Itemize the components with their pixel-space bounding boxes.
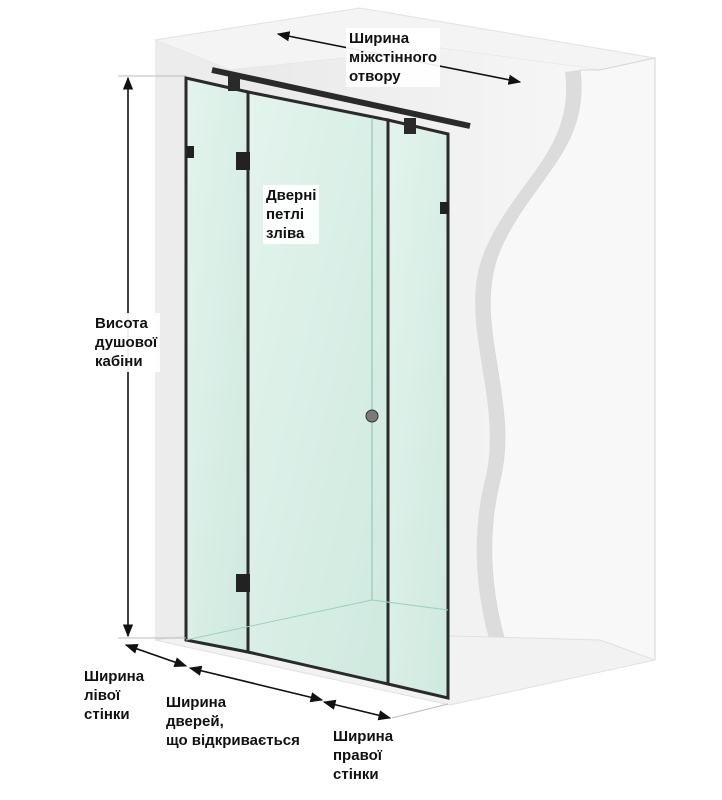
hinge-top	[236, 152, 250, 170]
label-opening-width: Ширина міжстінного отвору	[346, 28, 441, 87]
label-left-wall-width: Ширина лівої стінки	[84, 668, 145, 723]
bar-clamp-left	[228, 75, 240, 91]
glass-door-panel	[246, 90, 390, 686]
right-wall-width-arrow	[322, 699, 392, 721]
glass-right-panel	[386, 118, 450, 700]
label-cabin-height: Висота душової кабіни	[92, 313, 161, 372]
shower-enclosure	[184, 67, 471, 700]
door-handle	[365, 409, 379, 423]
bar-clamp-right	[404, 118, 416, 134]
wall-right-shadow	[475, 70, 582, 682]
label-hinges-left: Дверні петлі зліва	[263, 185, 320, 244]
hinge-bottom	[236, 574, 250, 592]
wall-bracket-left	[186, 146, 194, 158]
label-door-width: Ширина дверей, що відкривається	[166, 694, 300, 749]
wall-bracket-right	[440, 202, 449, 214]
stabilizer-bar	[211, 67, 471, 129]
label-right-wall-width: Ширина правої стінки	[333, 728, 394, 783]
left-wall-width-arrow	[124, 643, 188, 668]
door-width-arrow	[188, 665, 324, 703]
